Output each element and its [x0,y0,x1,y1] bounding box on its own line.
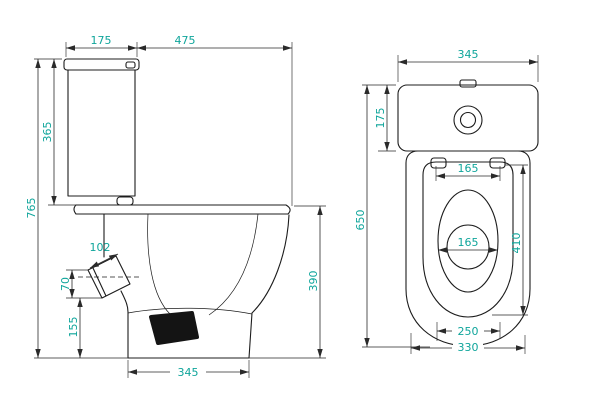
dim-outlet-mouth-height: 70 [59,270,75,298]
bowl-front-edge [248,214,290,359]
dim-base-inner-width: 250 [437,325,500,338]
dim-seat-length: 410 [510,165,526,315]
seat-profile [73,204,291,215]
front-view-outline [397,79,539,347]
dim-overall-height: 765 [25,59,41,358]
dim-label-outlet-floor-offset: 155 [67,317,80,338]
side-view-dimensions: 175 475 765 365 390 345 [25,34,326,379]
dim-label-cistern-depth: 175 [91,34,112,47]
dim-tank-height: 365 [41,59,57,205]
inner-bowl-rim [437,189,499,293]
dim-base-depth: 345 [128,366,249,379]
lid-notch [459,79,477,88]
dim-cistern-depth: 175 [66,34,137,51]
seat-hinge-left [430,157,447,169]
dim-seat-opening-width: 165 [436,162,500,179]
seat-hinge-right [489,157,506,169]
dim-rim-height: 390 [307,206,323,358]
dim-label-base-depth: 345 [178,366,199,379]
front-view: 345 175 650 165 165 410 [354,48,539,354]
tank-body [67,69,136,197]
dim-outlet-size: 102 [90,241,119,269]
dim-label-overall-height: 765 [25,198,38,219]
dim-bowl-width: 165 [438,236,498,253]
extension-lines [362,55,539,354]
seat-hinge [116,196,134,206]
dim-overall-width: 345 [398,48,538,65]
dim-label-overall-width: 345 [458,48,479,61]
label-mask [453,341,483,353]
dim-base-width: 330 [411,341,525,354]
dim-label-front-overall-height: 650 [354,210,367,231]
dim-label-bowl-width: 165 [458,236,479,249]
dim-label-base-width: 330 [458,341,479,354]
front-view-dimensions: 345 175 650 165 165 410 [354,48,539,354]
flush-button-outer [453,105,483,135]
dim-front-overall-height: 650 [354,85,370,347]
dim-label-outlet-mouth-height: 70 [59,277,72,291]
side-view-outline [63,58,291,359]
trap-opening [149,311,199,345]
pedestal-top-curve [127,307,253,315]
dim-label-front-tank-height: 175 [374,108,387,129]
bowl-sump [446,224,490,270]
dim-label-rim-height: 390 [307,271,320,292]
dim-overall-depth: 475 [137,34,292,51]
pedestal-rear-edge [120,290,129,359]
dim-label-seat-opening-width: 165 [458,162,479,175]
flush-lever [125,61,136,69]
dim-label-tank-height: 365 [41,122,54,143]
seat-outline [422,161,514,318]
cistern-lid [63,58,140,71]
cistern-outline [397,84,539,152]
inner-bowl-curves [147,213,259,316]
dim-label-base-inner-width: 250 [458,325,479,338]
dim-front-tank-height: 175 [374,85,390,151]
side-view: 175 475 765 365 390 345 [25,34,326,379]
dim-label-outlet-size: 102 [90,241,111,254]
dim-label-seat-length: 410 [510,233,523,254]
dim-outlet-floor-offset: 155 [67,298,83,358]
flush-button-inner [459,111,477,129]
dim-label-overall-depth: 475 [175,34,196,47]
